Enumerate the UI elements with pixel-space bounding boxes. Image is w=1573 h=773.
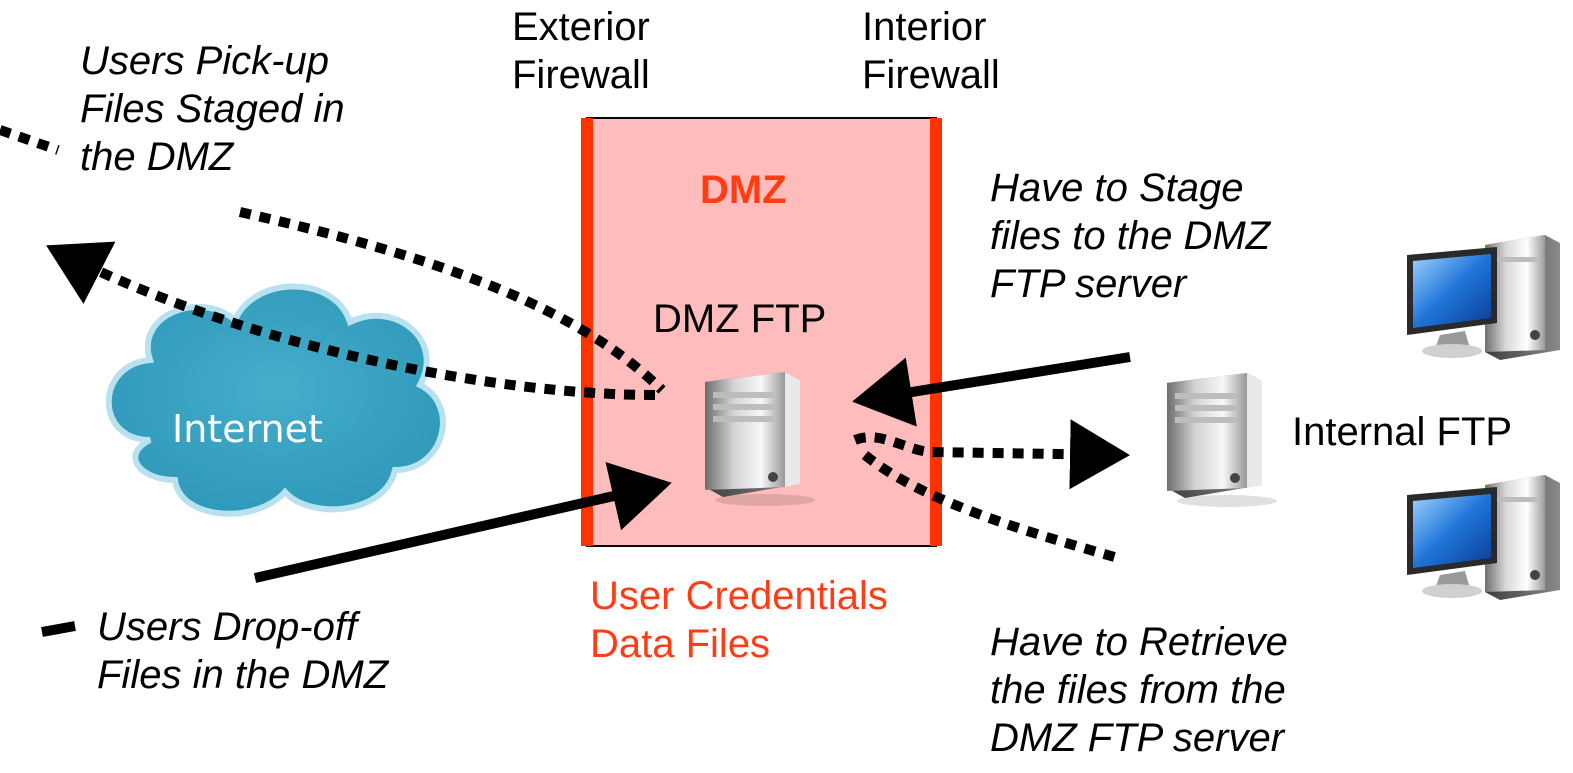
interior-firewall-line-1: Interior (862, 5, 987, 49)
interior-firewall-line-2: Firewall (862, 53, 1000, 97)
pickup-line-2: Files Staged in (80, 87, 345, 131)
pickup-annotation: Users Pick-up Files Staged in the DMZ (80, 37, 345, 181)
stage-arrow (852, 352, 1131, 427)
dropoff-arrow (253, 462, 672, 583)
internet-label: Internet (172, 407, 323, 451)
dropoff-arrow-tail (41, 621, 76, 637)
exterior-firewall-label: Exterior Firewall (512, 3, 650, 99)
exterior-firewall-line-1: Exterior (512, 5, 650, 49)
dropoff-line-1: Users Drop-off (97, 605, 358, 649)
dmz-stored-items: User Credentials Data Files (590, 572, 888, 668)
retrieve-arrow (853, 419, 1130, 490)
dmz-ftp-label: DMZ FTP (653, 297, 827, 341)
pickup-line-3: the DMZ (80, 135, 234, 179)
retrieve-line-1: Have to Retrieve (990, 620, 1288, 664)
dropoff-annotation: Users Drop-off Files in the DMZ (97, 603, 388, 699)
dropoff-line-2: Files in the DMZ (97, 653, 389, 697)
desktop-computer-icon (1407, 475, 1560, 600)
stored-item-data-files: Data Files (590, 622, 771, 666)
retrieve-annotation: Have to Retrieve the files from the DMZ … (990, 618, 1288, 762)
stage-line-2: files to the DMZ (990, 214, 1271, 258)
retrieve-line-3: DMZ FTP server (990, 716, 1285, 760)
retrieve-arrow-tail (861, 451, 1120, 563)
cloud-icon (105, 283, 446, 517)
stored-item-credentials: User Credentials (590, 574, 888, 618)
exterior-firewall-line-2: Firewall (512, 53, 650, 97)
pickup-arrow-outer (46, 241, 656, 400)
interior-firewall-label: Interior Firewall (862, 3, 1000, 99)
pickup-arrow-tail (0, 125, 60, 155)
internal-ftp-label: Internal FTP (1292, 410, 1513, 454)
dmz-title: DMZ (700, 168, 787, 212)
stage-annotation: Have to Stage files to the DMZ FTP serve… (990, 164, 1270, 308)
server-icon (1167, 373, 1277, 507)
retrieve-line-2: the files from the (990, 668, 1286, 712)
server-icon (705, 372, 815, 506)
desktop-computer-icon (1407, 235, 1560, 360)
pickup-arrow-inner (238, 207, 666, 394)
pickup-line-1: Users Pick-up (80, 39, 329, 83)
stage-line-3: FTP server (990, 262, 1187, 306)
stage-line-1: Have to Stage (990, 166, 1244, 210)
flow-arrows (0, 125, 1131, 637)
